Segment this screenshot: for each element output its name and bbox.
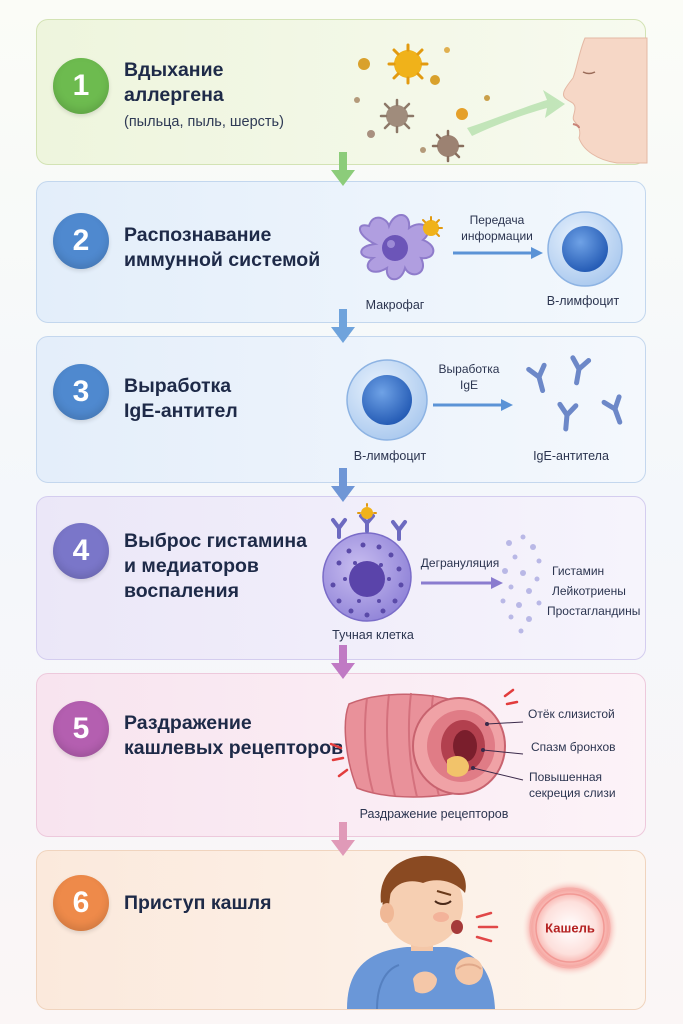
degranulation-arrow-icon	[421, 575, 503, 591]
arrow-down-icon	[331, 309, 355, 345]
b-lymphocyte-icon	[345, 358, 429, 442]
step-6-number: 6	[53, 875, 109, 931]
coughing-child-icon	[337, 851, 507, 1009]
ige-antibodies-icon	[519, 355, 635, 447]
step-6-panel: 6 Приступ кашля	[36, 850, 646, 1010]
step-2-title: Распознавание иммунной системой	[124, 223, 320, 273]
step-5-panel: 5 Раздражение кашлевых рецепторов	[36, 673, 646, 837]
arrow-down-icon	[331, 468, 355, 504]
step-1-number: 1	[53, 58, 109, 114]
mucosa-edema-label: Отёк слизистой	[528, 706, 615, 722]
mast-cell-label: Тучная клетка	[332, 628, 414, 642]
step-4-panel: 4 Выброс гистамина и медиаторов воспален…	[36, 496, 646, 660]
b-lymphocyte-icon	[545, 209, 625, 289]
step-3-number: 3	[53, 364, 109, 420]
step-3-title: Выработка IgE-антител	[124, 374, 238, 424]
b-lymphocyte-label: B-лимфоцит	[354, 449, 426, 463]
receptor-irritation-label: Раздражение рецепторов	[360, 807, 509, 821]
b-lymphocyte-label: B-лимфоцит	[547, 294, 619, 308]
step-1-subtitle: (пыльца, пыль, шерсть)	[124, 114, 284, 130]
arrow-down-icon	[331, 822, 355, 858]
released-mediators-icon	[499, 529, 547, 635]
allergen-particles-illustration	[347, 38, 647, 163]
transfer-arrow-icon	[453, 245, 543, 261]
bronchus-cross-section-icon	[327, 684, 523, 802]
mediator-histamine-label: Гистамин	[552, 563, 604, 579]
step-4-title: Выброс гистамина и медиаторов воспаления	[124, 529, 307, 604]
arrow-down-icon	[331, 152, 355, 188]
mucus-secretion-label: Повышенная секреция слизи	[529, 769, 616, 801]
production-arrow-icon	[433, 397, 513, 413]
cough-label: Кашель	[545, 921, 595, 936]
arrow-down-icon	[331, 645, 355, 681]
macrophage-icon	[345, 204, 455, 294]
step-6-title: Приступ кашля	[124, 891, 271, 916]
mediator-leukotrienes-label: Лейкотриены	[552, 583, 626, 599]
macrophage-label: Макрофаг	[366, 298, 425, 312]
step-2-panel: 2 Распознавание иммунной системой Макроф…	[36, 181, 646, 323]
step-5-title: Раздражение кашлевых рецепторов	[124, 711, 343, 761]
ige-antibodies-label: IgE-антитела	[533, 449, 609, 463]
step-4-number: 4	[53, 523, 109, 579]
step-3-panel: 3 Выработка IgE-антител B-лимфоцит Выраб…	[36, 336, 646, 483]
degranulation-label: Дегрануляция	[421, 555, 499, 571]
ige-production-label: Выработка IgE	[439, 361, 500, 393]
step-5-number: 5	[53, 701, 109, 757]
transfer-label: Передача информации	[461, 212, 533, 244]
step-1-panel: 1 Вдыхание аллергена (пыльца, пыль, шерс…	[36, 19, 646, 165]
bronchospasm-label: Спазм бронхов	[531, 739, 616, 755]
step-1-title: Вдыхание аллергена	[124, 58, 224, 108]
step-2-number: 2	[53, 213, 109, 269]
mediator-prostaglandins-label: Простагландины	[547, 603, 640, 619]
mast-cell-icon	[319, 507, 419, 625]
